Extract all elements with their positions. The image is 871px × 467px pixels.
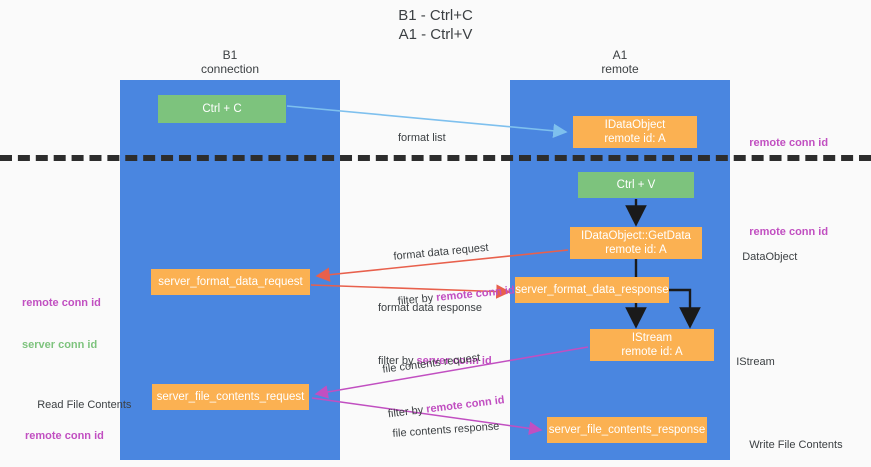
annotation-dataobject: DataObject (730, 236, 797, 278)
edge-label-format-data-response: format data response filter by server co… (378, 271, 492, 399)
annotation-read-file-contents-text: Read File Contents (37, 399, 132, 411)
edge-label-format-list: format list (398, 101, 446, 176)
edge-label-file-contents-request-text: file contents request (381, 351, 481, 376)
section-separator (0, 155, 871, 161)
annotation-left-conn-ids-mid: remote conn id server conn id (22, 268, 101, 380)
annotation-write-file-contents-text: Write File Contents (749, 439, 843, 451)
column-header-a1: A1 remote (601, 48, 639, 76)
node-server-file-contents-response[interactable]: server_file_contents_response (547, 417, 707, 443)
annotation-write-file-contents: Write File Contents (737, 424, 843, 466)
annotation-dataobject-text: DataObject (742, 251, 798, 263)
node-istream[interactable]: IStream remote id: A (590, 329, 714, 361)
annotation-left-remote-conn-id-bot: remote conn id (25, 430, 104, 442)
annotation-left-server-conn-id-mid: server conn id (22, 339, 98, 351)
column-header-b1: B1 connection (200, 48, 260, 76)
edge-label-format-data-request-text: format data request (392, 241, 490, 263)
node-ctrl-v[interactable]: Ctrl + V (578, 172, 694, 198)
edge-label-file-contents-response: file contents response filter by server … (390, 389, 512, 467)
node-server-format-data-response[interactable]: server_format_data_response (515, 277, 669, 303)
node-server-file-contents-request[interactable]: server_file_contents_request (152, 384, 309, 410)
annotation-istream: IStream (724, 341, 775, 383)
annotation-remote-conn-id-mid: remote conn id (737, 211, 828, 253)
annotation-left-conn-ids-bot: remote conn id server conn id (25, 401, 104, 467)
annotation-read-file-contents: Read File Contents (25, 384, 131, 426)
annotation-remote-conn-id-top: remote conn id (737, 122, 828, 164)
node-idataobject-getdata[interactable]: IDataObject::GetData remote id: A (570, 227, 702, 259)
filter-key-server-conn-id: server conn id (416, 355, 492, 367)
annotation-remote-conn-id-top-text: remote conn id (749, 137, 829, 149)
page-title: B1 - Ctrl+C A1 - Ctrl+V (398, 7, 473, 43)
edge-label-file-contents-response-text: file contents response (392, 420, 500, 440)
annotation-remote-conn-id-mid-text: remote conn id (749, 226, 829, 238)
edge-label-format-list-text: format list (398, 132, 446, 144)
annotation-istream-text: IStream (736, 356, 775, 368)
node-server-format-data-request[interactable]: server_format_data_request (151, 269, 310, 295)
node-idataobject[interactable]: IDataObject remote id: A (573, 116, 697, 148)
node-ctrl-c[interactable]: Ctrl + C (158, 95, 286, 123)
annotation-left-remote-conn-id-mid: remote conn id (22, 297, 101, 309)
edge-label-format-data-response-text: format data response (378, 302, 482, 314)
edge-label-format-data-response-filter: filter by server conn id (378, 354, 492, 369)
filter-prefix: filter by (378, 355, 417, 367)
